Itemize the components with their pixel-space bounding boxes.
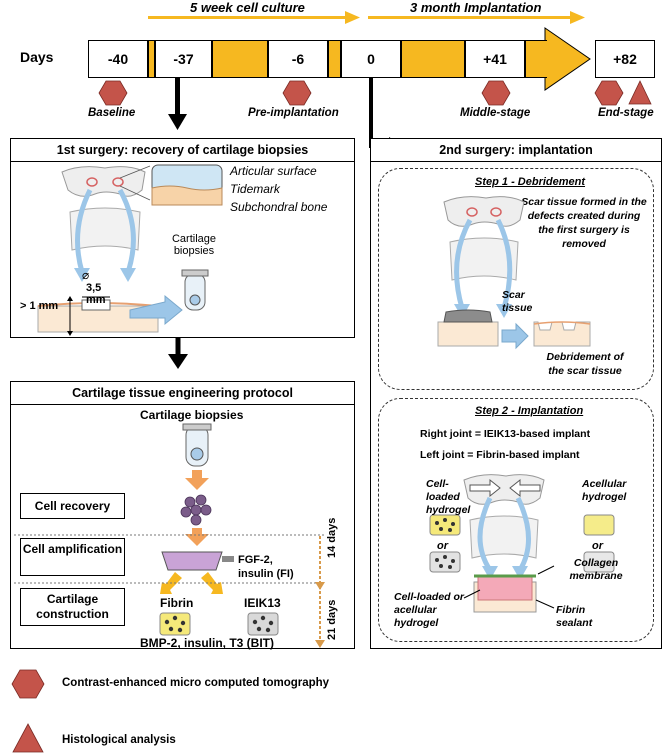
timeline-gap: [148, 40, 155, 78]
surgery2-title: 2nd surgery: implantation: [371, 139, 661, 162]
stage-end: End-stage: [598, 107, 654, 119]
ieik13-label: IEIK13: [244, 596, 281, 610]
middle-stage-marker-icon: [481, 80, 511, 106]
bit-label: BMP-2, insulin, T3 (BIT): [140, 636, 274, 650]
protocol-title: Cartilage tissue engineering protocol: [11, 382, 354, 405]
step2-panel: [378, 398, 654, 642]
step2-title: Step 2 - Implantation: [475, 405, 584, 417]
acellular-label: Acellular hydrogel: [582, 478, 627, 503]
step1-illustration: [437, 196, 591, 350]
depth-label: > 1 mm: [20, 300, 59, 312]
timeline-graphics: [98, 11, 652, 130]
arrow-to-surgery1: [168, 78, 187, 130]
pre-implantation-marker-icon: [282, 80, 312, 106]
biopsies-label: Cartilage biopsies: [171, 233, 217, 257]
day-cell: 0: [341, 40, 401, 78]
layer-articular: Articular surface: [230, 164, 317, 178]
diameter-label: 3,5 mm: [86, 282, 106, 306]
or-right: or: [592, 540, 603, 552]
cell-loaded-label: Cell-loaded hydrogel: [426, 478, 471, 516]
legend-histology: Histological analysis: [62, 734, 176, 746]
fibrin-sealant-label: Fibrin sealant: [556, 604, 593, 629]
or-left: or: [437, 540, 448, 552]
phase-arrow-culture: [148, 11, 360, 24]
baseline-marker-icon: [98, 80, 128, 106]
phase-culture-label: 5 week cell culture: [190, 0, 305, 15]
diameter-symbol: ⌀: [82, 268, 90, 282]
day-cell: +82: [595, 40, 655, 78]
legend-icons: [11, 669, 45, 753]
step-cell-recovery: Cell recovery: [20, 493, 125, 519]
protocol-illustration: [14, 423, 325, 648]
layer-tidemark: Tidemark: [230, 182, 280, 196]
phase-arrow-implant: [368, 11, 585, 24]
timeline-gap: [212, 40, 268, 78]
end-stage-marker-icon: [594, 80, 624, 106]
layer-subchondral: Subchondral bone: [230, 200, 328, 214]
right-joint-label: Right joint = IEIK13-based implant: [420, 428, 591, 440]
day-cell: +41: [465, 40, 525, 78]
fi-label: FGF-2, insulin (FI): [238, 554, 294, 580]
stage-middle: Middle-stage: [460, 107, 531, 119]
timeline-gap: [328, 40, 341, 78]
phase-implant-label: 3 month Implantation: [410, 0, 542, 15]
legend-micro-ct: Contrast-enhanced micro computed tomogra…: [62, 677, 330, 689]
days-label: Days: [20, 49, 54, 65]
fibrin-label: Fibrin: [160, 596, 194, 610]
day-cell: -6: [268, 40, 328, 78]
implant-label: Cell-loaded or acellular hydrogel: [394, 591, 465, 629]
arrow-to-protocol: [168, 338, 188, 369]
day-cell: -37: [155, 40, 212, 78]
timeline-gap: [525, 40, 547, 78]
step2-illustration: [429, 474, 615, 613]
stage-pre-implantation: Pre-implantation: [248, 107, 339, 119]
timeline-arrow-head: [544, 27, 591, 91]
protocol-biopsies-label: Cartilage biopsies: [140, 408, 244, 422]
step1-title: Step 1 - Debridement: [475, 176, 586, 188]
step1-text: Scar tissue formed in the defects create…: [521, 196, 647, 250]
day-cell: -40: [88, 40, 148, 78]
collagen-label: Collagen membrane: [569, 557, 623, 582]
histology-legend-icon: [12, 723, 44, 753]
day21-label: 21 days: [326, 599, 338, 640]
debridement-label: Debridement of the scar tissue: [546, 351, 624, 377]
day14-label: 14 days: [326, 517, 338, 558]
surgery1-title: 1st surgery: recovery of cartilage biops…: [11, 139, 354, 162]
scar-label: Scar tissue: [502, 289, 533, 314]
surgery1-illustration: [37, 164, 223, 336]
timeline-gap: [401, 40, 465, 78]
left-joint-label: Left joint = Fibrin-based implant: [420, 449, 580, 461]
stage-baseline: Baseline: [88, 107, 136, 119]
step-cartilage-construction: Cartilage construction: [20, 588, 125, 626]
micro-ct-legend-icon: [11, 669, 45, 699]
step-cell-amplification: Cell amplification: [20, 538, 125, 576]
step1-panel: [378, 168, 654, 390]
end-stage-histology-icon: [628, 80, 652, 105]
